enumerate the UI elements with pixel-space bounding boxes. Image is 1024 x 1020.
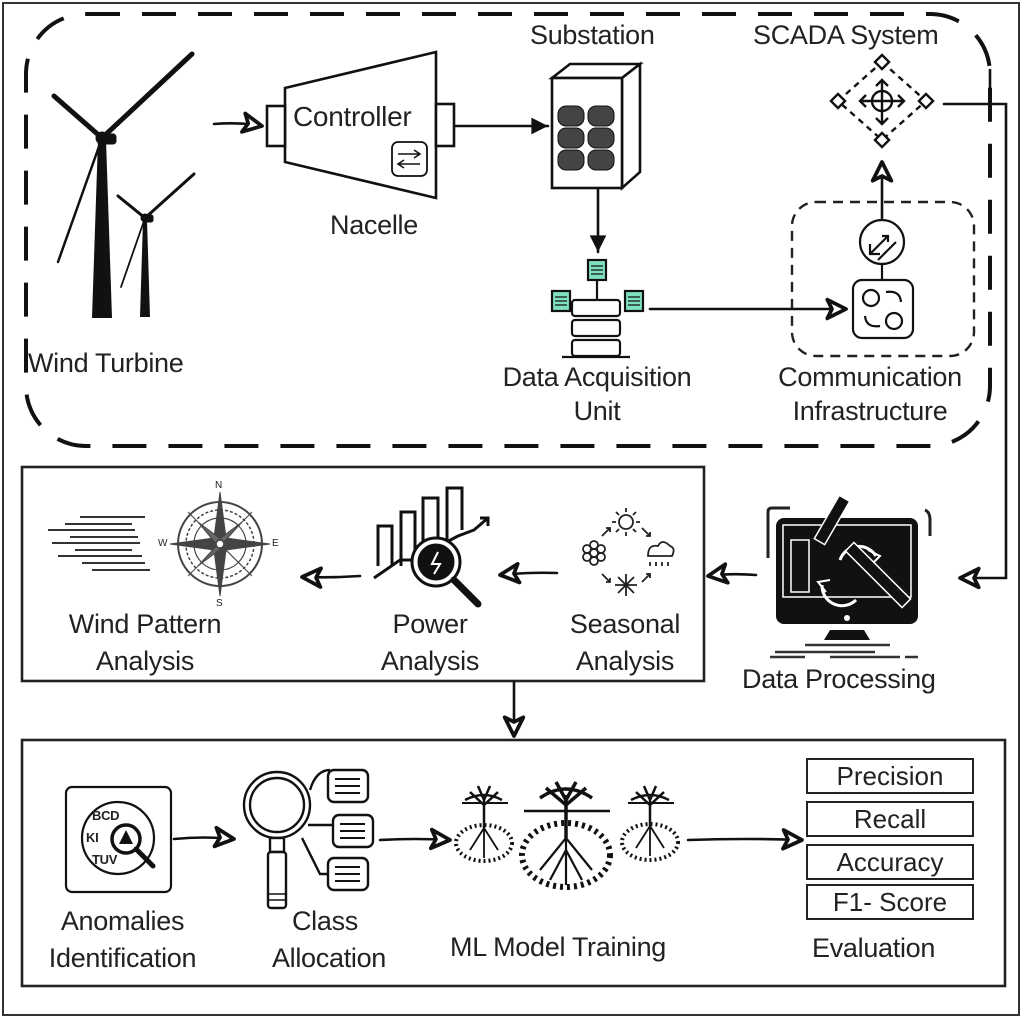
compass-n: N	[215, 480, 222, 491]
compass-e: E	[272, 538, 279, 549]
comm-label-line2: Infrastructure	[792, 396, 948, 426]
processing-label: Data Processing	[742, 664, 936, 694]
wind-turbine-label: Wind Turbine	[28, 348, 184, 378]
power-chart-icon	[373, 486, 490, 608]
tree-large-center	[519, 781, 613, 890]
monitor-design-icon	[766, 494, 932, 659]
seasonal-label-line2: Analysis	[575, 646, 675, 676]
compass-s: S	[216, 598, 223, 609]
substation-icon	[548, 61, 644, 191]
edge-power-windpattern	[300, 566, 362, 589]
metric-precision: Precision	[806, 758, 974, 794]
comm-group-border	[790, 200, 976, 358]
controller-label: Controller	[293, 101, 412, 132]
anomaly-glyph-1: BCD	[92, 808, 120, 823]
class-label-line1: Class	[291, 906, 358, 936]
edge-anomalies-class	[172, 825, 236, 849]
anomalies-label-line2: Identification	[48, 943, 197, 973]
edge-scada-processing	[942, 102, 1008, 590]
edge-class-training	[378, 827, 452, 851]
top-group-border	[24, 12, 992, 448]
tree-small-left	[454, 785, 514, 863]
wind-lines-icon	[48, 516, 150, 571]
anomalies-label-line1: Anomalies	[60, 906, 185, 936]
seasonal-label-line1: Seasonal	[569, 609, 681, 639]
metric-f1-score: F1- Score	[806, 884, 974, 920]
scada-move-icon	[829, 53, 935, 149]
anomaly-search-icon	[64, 785, 173, 894]
comm-label-line1: Communication	[778, 362, 962, 392]
server-rack-icon	[550, 258, 645, 359]
season-cycle-icon	[582, 508, 675, 596]
compass-w: W	[158, 538, 168, 549]
compass-wind-icon	[169, 491, 271, 597]
wind-turbine-icon	[51, 51, 196, 318]
metric-accuracy: Accuracy	[806, 844, 974, 880]
edge-seasonal-power	[498, 561, 559, 585]
magnifier-list-icon	[242, 768, 375, 910]
daq-label-line1: Data Acquisition	[502, 362, 692, 392]
ml-group-border	[20, 738, 1007, 988]
wind-pattern-label-line2: Analysis	[95, 646, 195, 676]
edge-training-evaluation	[686, 828, 804, 851]
tree-small-right	[620, 785, 680, 862]
gear-cycle-icon	[851, 218, 915, 340]
evaluation-label: Evaluation	[812, 933, 936, 963]
power-label-line1: Power	[392, 609, 468, 639]
scada-label: SCADA System	[753, 20, 939, 50]
daq-label-line2: Unit	[573, 396, 621, 426]
substation-label: Substation	[530, 20, 655, 50]
edge-processing-seasonal	[706, 562, 758, 585]
metric-recall: Recall	[806, 801, 974, 837]
power-label-line2: Analysis	[380, 646, 480, 676]
edge-turbine-nacelle	[212, 111, 264, 134]
random-forest-icon	[454, 781, 680, 890]
analysis-group-border	[20, 465, 706, 683]
ml-training-label: ML Model Training	[450, 932, 667, 962]
wind-pattern-label-line1: Wind Pattern	[68, 609, 222, 639]
class-label-line2: Allocation	[271, 943, 387, 973]
anomaly-glyph-2: KI	[86, 830, 99, 845]
nacelle-icon	[265, 50, 456, 200]
nacelle-label: Nacelle	[330, 210, 418, 240]
anomaly-glyph-3: TUV	[92, 852, 118, 867]
